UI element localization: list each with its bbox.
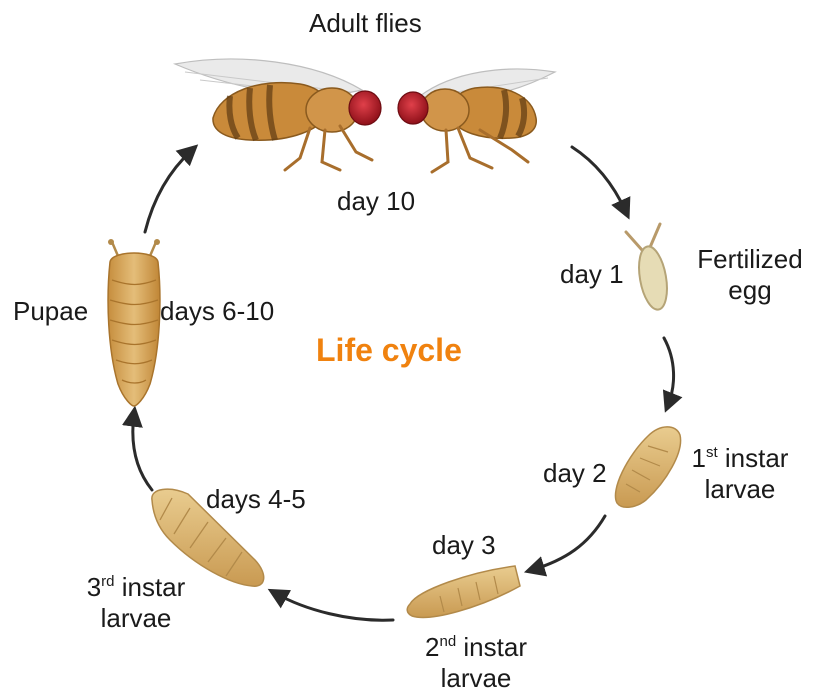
label-day-3: day 3 (432, 530, 496, 561)
arrow-2nd-to-3rd-instar (275, 593, 393, 620)
egg-icon (626, 224, 671, 312)
label-day-2: day 2 (543, 458, 607, 489)
arrow-adult-to-egg (572, 147, 626, 212)
label-adult-flies: Adult flies (309, 8, 422, 39)
arrow-1st-to-2nd-instar (532, 516, 605, 570)
fruit-fly-pair-icon (175, 59, 555, 172)
label-day-10: day 10 (337, 186, 415, 217)
label-1st-instar-line1: 1st instar (678, 443, 802, 474)
label-pupae: Pupae (13, 296, 88, 327)
larva-2nd-instar-icon (407, 566, 520, 617)
label-3rd-instar-line1: 3rd instar (70, 572, 202, 603)
label-2nd-instar-line1: 2nd instar (410, 632, 542, 663)
label-1st-instar-larvae: 1st instar larvae (678, 443, 802, 505)
fly-left (175, 59, 381, 170)
label-days-6-10: days 6-10 (160, 296, 274, 327)
label-fertilized-egg: Fertilized egg (684, 244, 816, 306)
label-3rd-instar-larvae: 3rd instar larvae (70, 572, 202, 634)
label-3rd-instar-line2: larvae (70, 603, 202, 634)
arrow-3rd-instar-to-pupae (133, 414, 152, 490)
label-days-4-5: days 4-5 (206, 484, 306, 515)
label-fertilized-egg-line1: Fertilized (684, 244, 816, 275)
diagram-title: Life cycle (316, 332, 462, 369)
label-1st-instar-line2: larvae (678, 474, 802, 505)
arrow-egg-to-1st-instar (664, 338, 674, 405)
label-2nd-instar-larvae: 2nd instar larvae (410, 632, 542, 694)
arrow-pupae-to-adult (145, 150, 192, 232)
label-2nd-instar-line2: larvae (410, 663, 542, 694)
fly-right (398, 69, 555, 172)
larva-1st-instar-icon (615, 427, 680, 507)
pupa-icon (108, 239, 160, 406)
label-day-1: day 1 (560, 259, 624, 290)
label-fertilized-egg-line2: egg (684, 275, 816, 306)
